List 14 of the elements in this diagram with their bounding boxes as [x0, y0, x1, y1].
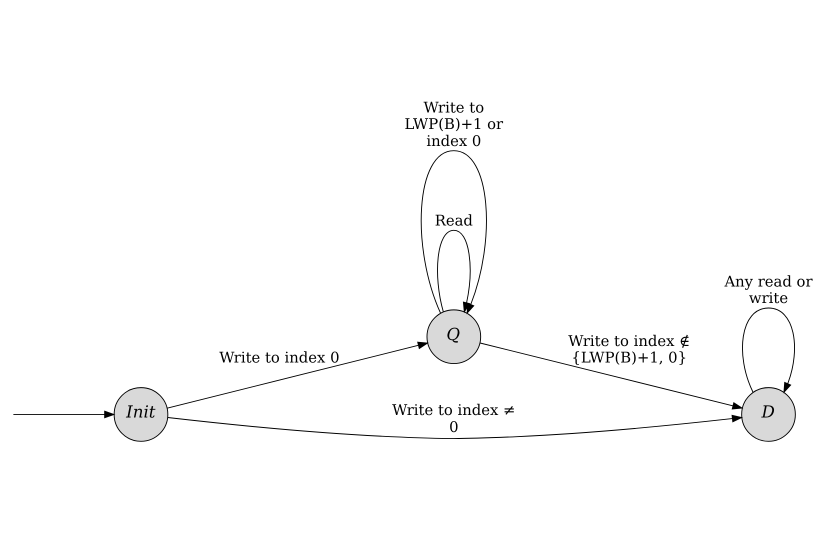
edge-label: Write to index ≠ 0	[392, 402, 516, 436]
node-circle: Q	[426, 308, 482, 364]
arrow	[12, 410, 116, 418]
edge-label: Write to index 0	[219, 348, 340, 366]
edge-label: Write to LWP(B)+1 or index 0	[404, 99, 504, 150]
node-circle: D	[741, 386, 796, 442]
arrow	[742, 307, 795, 394]
arrow	[167, 414, 744, 438]
edge-label: Write to index ∉ {LWP(B)+1, 0}	[568, 332, 690, 366]
edge-label: Any read or write	[724, 273, 813, 307]
arrow	[166, 341, 429, 408]
arrow	[480, 342, 744, 410]
node-circle: Init	[114, 386, 168, 442]
edge-label: Read	[434, 212, 473, 229]
